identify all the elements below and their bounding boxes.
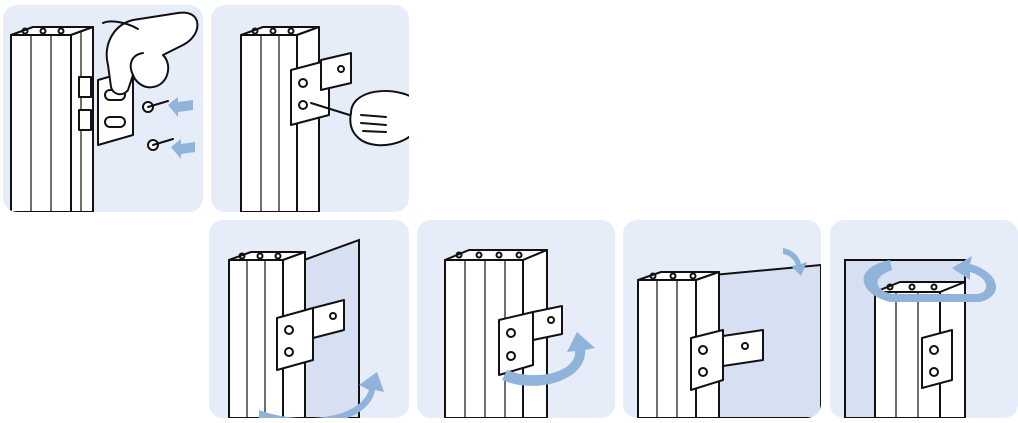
push-arrow-icon [171, 139, 195, 159]
step-6-panel [830, 220, 1018, 418]
step-4-illustration [417, 220, 615, 418]
step-5-illustration [623, 220, 821, 418]
step-3-illustration [209, 220, 409, 418]
push-arrow-icon [168, 97, 193, 117]
step-6-illustration [830, 220, 1018, 418]
step-4-panel [417, 220, 615, 418]
step-2-illustration [211, 5, 409, 212]
step-5-panel [623, 220, 821, 418]
screw-icon [148, 139, 173, 150]
hinge-icon [922, 330, 952, 388]
step-1-panel [3, 5, 203, 212]
step-1-illustration [3, 5, 203, 212]
hand-icon [103, 13, 197, 95]
screw-icon [143, 101, 168, 112]
step-2-panel [211, 5, 409, 212]
step-3-panel [209, 220, 409, 418]
